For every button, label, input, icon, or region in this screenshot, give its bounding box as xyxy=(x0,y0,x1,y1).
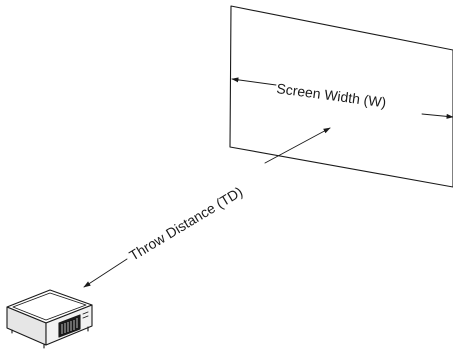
throw-distance-label: Throw Distance (TD) xyxy=(126,183,245,263)
screen-width-dimension: Screen Width (W) xyxy=(231,77,453,119)
projector-icon xyxy=(6,289,93,349)
screen-outline xyxy=(229,5,453,188)
projector-grille-lines xyxy=(61,318,78,334)
projection-screen xyxy=(229,5,453,188)
projector-lens-grille xyxy=(58,314,81,338)
screen-width-label: Screen Width (W) xyxy=(276,80,388,110)
throw-distance-arrow-projector xyxy=(83,258,128,288)
projector-top-bevel xyxy=(12,292,87,321)
projector-detail xyxy=(82,311,89,315)
screen-width-arrow-right xyxy=(421,113,453,119)
projector-detail-2 xyxy=(82,315,89,319)
throw-distance-arrow-screen xyxy=(264,127,331,164)
screen-width-arrow-left xyxy=(231,77,277,86)
throw-distance-dimension: Throw Distance (TD) xyxy=(83,127,331,288)
